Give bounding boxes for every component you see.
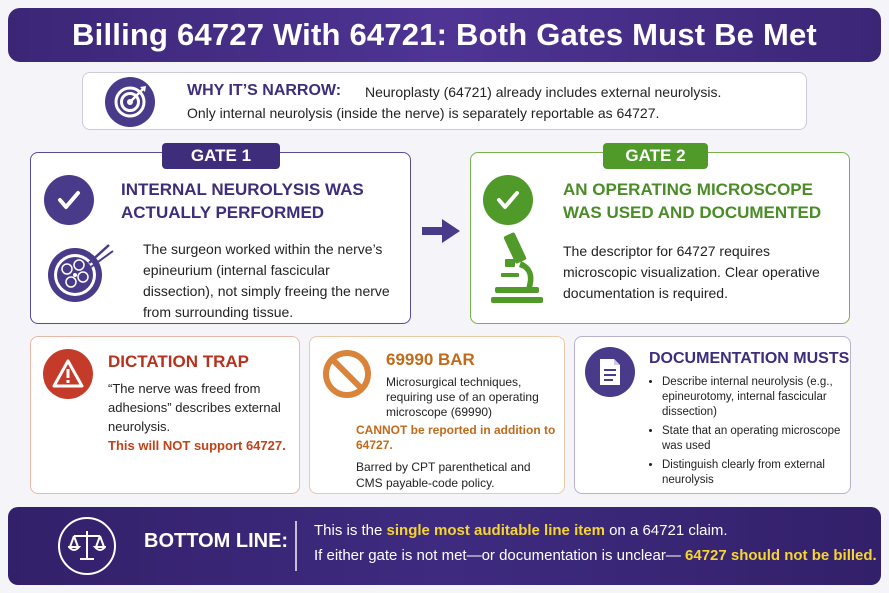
list-item: State that an operating microscope was u… — [662, 424, 858, 454]
list-item: Describe internal neurolysis (e.g., epin… — [662, 375, 858, 420]
title-banner: Billing 64727 With 64721: Both Gates Mus… — [8, 8, 881, 62]
gate2-title-line2: WAS USED AND DOCUMENTED — [563, 203, 822, 222]
bottom-line2-highlight: 64727 should not be billed. — [685, 547, 877, 564]
gate1-panel: GATE 1 INTERNAL NEUROLYSIS WAS ACTUALLY … — [30, 143, 411, 324]
list-item: Distinguish clearly from external neurol… — [662, 458, 858, 488]
divider — [295, 521, 297, 571]
why-text-line2: Only internal neurolysis (inside the ner… — [187, 105, 660, 121]
gate2-label: GATE 2 — [603, 143, 708, 169]
check-icon — [483, 175, 533, 225]
arrow-right-icon — [420, 218, 462, 244]
why-text-line1: Neuroplasty (64721) already includes ext… — [365, 84, 722, 100]
gate1-title: INTERNAL NEUROLYSIS WAS ACTUALLY PERFORM… — [121, 178, 391, 224]
page-title: Billing 64727 With 64721: Both Gates Mus… — [72, 17, 817, 52]
target-icon — [105, 77, 155, 127]
documentation-musts-panel: DOCUMENTATION MUSTS Describe internal ne… — [574, 336, 851, 494]
bottom-line-banner: BOTTOM LINE: This is the single most aud… — [8, 507, 881, 585]
gate2-title: AN OPERATING MICROSCOPE WAS USED AND DOC… — [563, 178, 833, 224]
gate1-description: The surgeon worked within the nerve’s ep… — [143, 241, 390, 320]
gate2-title-line1: AN OPERATING MICROSCOPE — [563, 180, 813, 199]
gate1-label: GATE 1 — [162, 143, 280, 169]
scales-of-justice-icon — [58, 517, 116, 575]
microscope-icon — [487, 231, 547, 305]
document-icon — [585, 347, 635, 397]
69990-bar-footer: Barred by CPT parenthetical and CMS paya… — [356, 460, 531, 490]
gate1-title-line1: INTERNAL NEUROLYSIS WAS — [121, 180, 364, 199]
why-narrow-panel: WHY IT’S NARROW: Neuroplasty (64721) alr… — [82, 72, 807, 130]
gate2-description: The descriptor for 64727 requires micros… — [563, 243, 820, 301]
bottom-line-heading: BOTTOM LINE: — [144, 530, 289, 552]
dictation-trap-panel: DICTATION TRAP “The nerve was freed from… — [30, 336, 300, 494]
dictation-trap-warning: This will NOT support 64727. — [108, 438, 286, 453]
prohibited-icon — [322, 349, 372, 399]
69990-bar-text: Microsurgical techniques, requiring use … — [386, 375, 539, 419]
documentation-musts-list: Describe internal neurolysis (e.g., epin… — [647, 375, 858, 492]
dictation-trap-title: DICTATION TRAP — [108, 352, 250, 371]
69990-bar-panel: 69990 BAR Microsurgical techniques, requ… — [309, 336, 565, 494]
bottom-line2-text: If either gate is not met—or documentati… — [314, 547, 686, 564]
bottom-line1-end: on a 64721 claim. — [604, 522, 728, 539]
gate2-panel: GATE 2 AN OPERATING MICROSCOPE WAS USED … — [470, 143, 850, 324]
check-icon — [44, 175, 94, 225]
bottom-line-text1: This is the single most auditable line i… — [314, 522, 728, 539]
warning-icon — [43, 349, 93, 399]
documentation-musts-title: DOCUMENTATION MUSTS — [649, 350, 850, 367]
69990-bar-title: 69990 BAR — [386, 350, 475, 369]
nerve-cross-section-icon — [45, 237, 115, 307]
dictation-trap-text: “The nerve was freed from adhesions” des… — [108, 381, 281, 434]
bottom-line1-text: This is the — [314, 522, 387, 539]
69990-bar-warning: CANNOT be reported in addition to 64727. — [356, 423, 556, 452]
bottom-line-text2: If either gate is not met—or documentati… — [314, 547, 877, 564]
gate1-title-line2: ACTUALLY PERFORMED — [121, 203, 325, 222]
why-heading: WHY IT’S NARROW: — [187, 82, 342, 99]
bottom-line1-highlight: single most auditable line item — [386, 522, 605, 539]
